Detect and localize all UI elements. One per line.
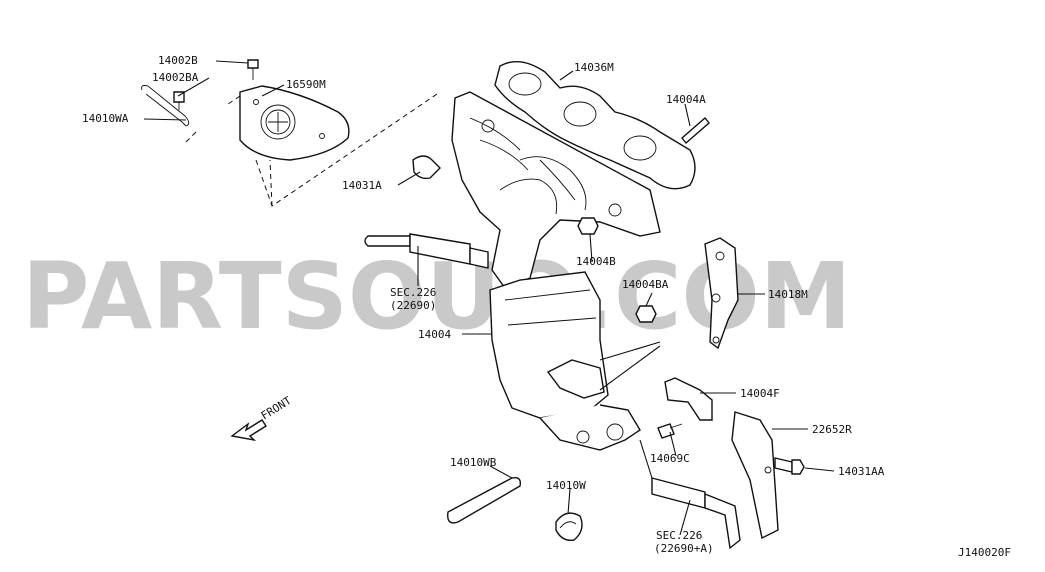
heat-shield-16590M[interactable] [239, 85, 350, 161]
label-14004F[interactable]: 14004F [740, 387, 780, 400]
label-14004[interactable]: 14004 [418, 328, 451, 341]
leader-lines [143, 60, 835, 536]
label-14004B[interactable]: 14004B [576, 255, 616, 268]
bolt-14031AA[interactable] [774, 457, 805, 475]
catalytic-converter-14004[interactable] [489, 271, 641, 451]
label-14002BA[interactable]: 14002BA [152, 71, 199, 84]
label-14004BA[interactable]: 14004BA [622, 278, 669, 291]
bracket-22652R[interactable] [731, 411, 779, 540]
clamp-14010W[interactable] [555, 512, 583, 541]
o2-sensor-22690[interactable] [364, 233, 489, 269]
nut-14004BA[interactable] [635, 305, 657, 323]
stud-14031A[interactable] [412, 155, 441, 180]
o2-sensor-22690A[interactable] [651, 477, 741, 550]
bolt-14002BA[interactable] [173, 91, 185, 110]
label-14031AA[interactable]: 14031AA [838, 465, 885, 478]
label-14010W[interactable]: 14010W [546, 479, 586, 492]
stud-14004A[interactable] [681, 116, 710, 145]
bracket-14018M[interactable] [704, 237, 739, 350]
label-sec226-22690-line2[interactable]: (22690) [390, 299, 436, 312]
front-arrow: FRONT [230, 394, 294, 442]
stud-14069C[interactable] [657, 423, 683, 439]
label-sec226-22690A-line1[interactable]: SEC.226 [656, 529, 702, 542]
bracket-14004F[interactable] [664, 377, 713, 421]
bracket-14010WA[interactable] [141, 85, 190, 127]
exhaust-manifold[interactable] [451, 91, 661, 289]
label-14031A[interactable]: 14031A [342, 179, 382, 192]
label-14010WB[interactable]: 14010WB [450, 456, 497, 469]
front-label: FRONT [259, 394, 294, 423]
label-22652R[interactable]: 22652R [812, 423, 852, 436]
label-14018M[interactable]: 14018M [768, 288, 808, 301]
label-14004A[interactable]: 14004A [666, 93, 706, 106]
label-14036M[interactable]: 14036M [574, 61, 614, 74]
label-14010WA[interactable]: 14010WA [82, 112, 129, 125]
label-14069C[interactable]: 14069C [650, 452, 690, 465]
gasket-14036M[interactable] [494, 60, 696, 190]
diagram-id: J140020F [958, 546, 1011, 559]
plate-14010WB[interactable] [447, 476, 522, 524]
label-16590M[interactable]: 16590M [286, 78, 326, 91]
nut-14004B[interactable] [577, 217, 599, 235]
bolt-14002B[interactable] [247, 59, 259, 80]
label-sec226-22690-line1[interactable]: SEC.226 [390, 286, 436, 299]
label-sec226-22690A-line2[interactable]: (22690+A) [654, 542, 714, 555]
label-14002B[interactable]: 14002B [158, 54, 198, 67]
